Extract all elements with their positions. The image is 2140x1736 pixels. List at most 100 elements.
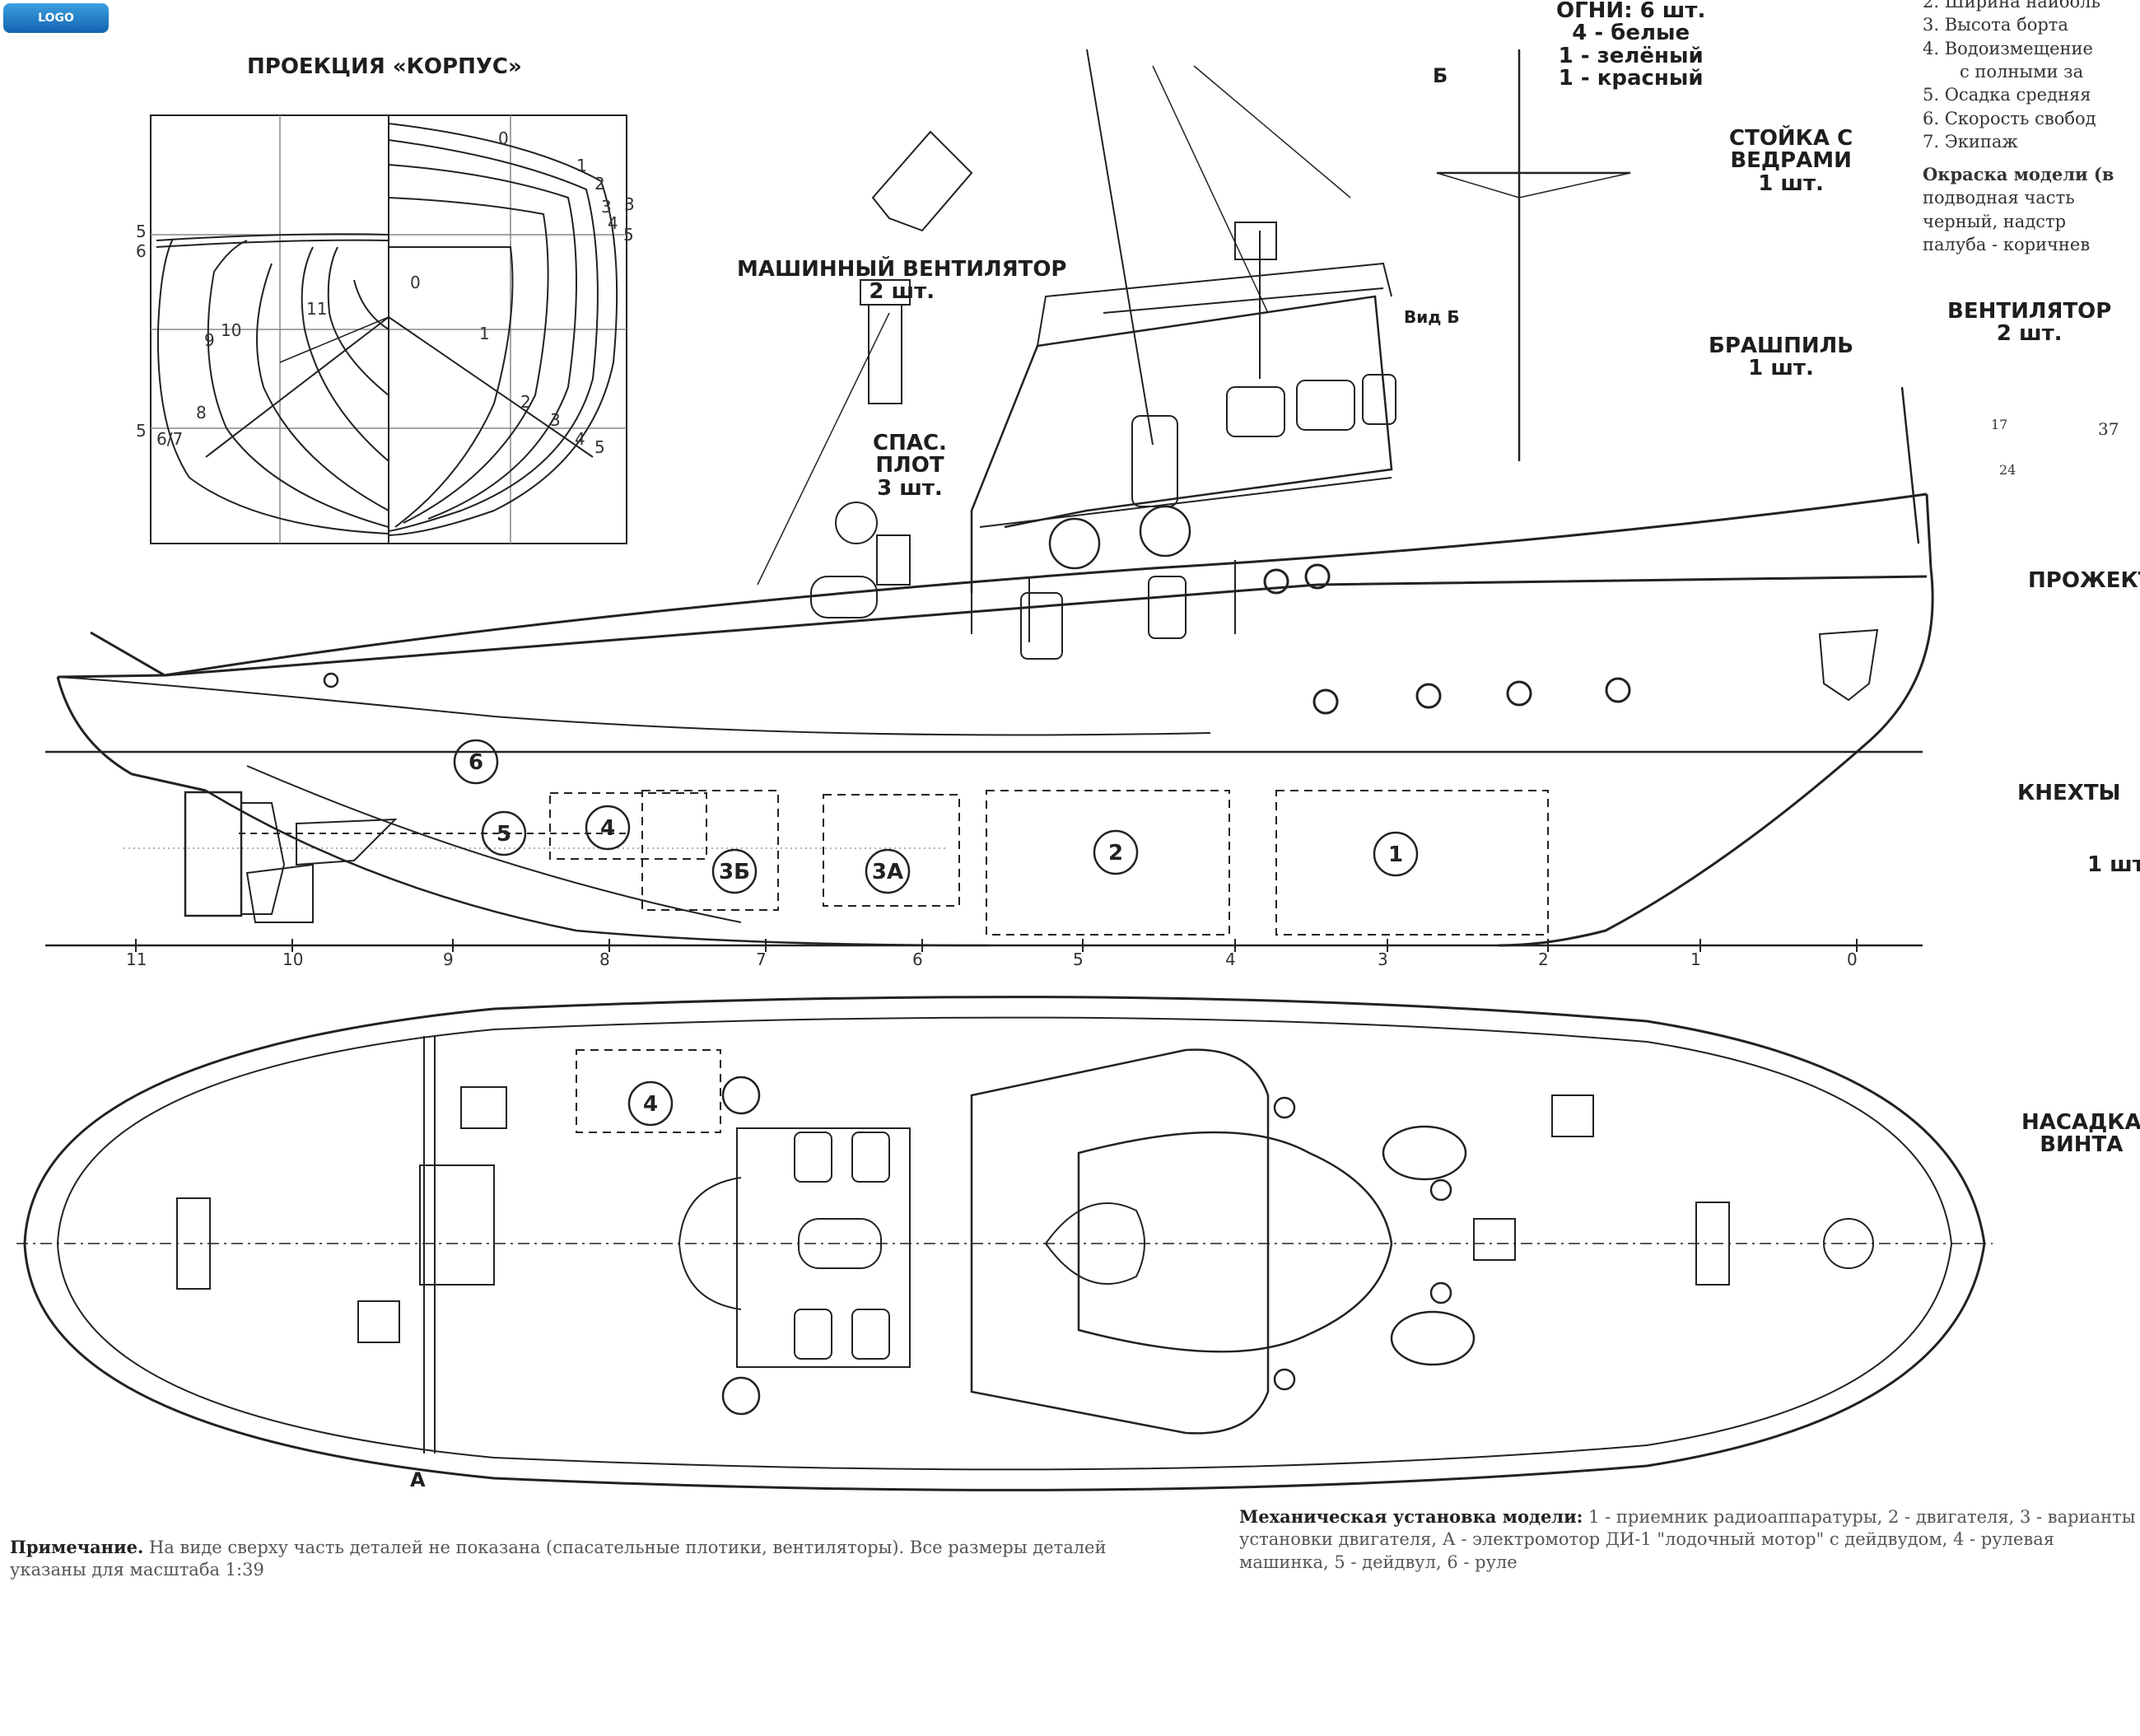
spec-3: 4. Водоизмещение <box>1923 38 2093 58</box>
body-plan-number: 8 <box>196 403 207 422</box>
nasadka-label: НАСАДКА ВИНТА <box>2021 1110 2140 1158</box>
station-number: 3 <box>1378 950 1388 969</box>
station-number: 4 <box>1225 950 1236 969</box>
body-plan-number: 3 <box>550 410 561 430</box>
nasadka-l2: ВИНТА <box>2040 1132 2124 1158</box>
spec-6: 6. Скорость свобод <box>1923 108 2096 128</box>
body-plan-number: 5 <box>136 222 147 241</box>
vid-b-label: Вид Б <box>1404 307 1460 327</box>
equipment-marker-label: 1 <box>1388 842 1403 867</box>
site-logo: LOGO <box>3 3 109 33</box>
spas-plot-l2: ПЛОТ <box>875 453 944 478</box>
top-plan <box>16 996 1993 1491</box>
spec-4: с полными за <box>1960 62 2084 82</box>
body-plan-number: 3 <box>601 197 612 217</box>
station-number: 9 <box>443 950 454 969</box>
body-plan-number: 4 <box>575 429 585 449</box>
proj-korpus-label: ПРОЕКЦИЯ «КОРПУС» <box>247 54 522 79</box>
dim-24: 24 <box>1999 462 2016 478</box>
equipment-marker-label: 2 <box>1108 841 1123 866</box>
station-number: 1 <box>1690 950 1701 969</box>
mech-note: Механическая установка модели: 1 - прием… <box>1239 1505 2140 1574</box>
body-plan-number: 5 <box>623 225 634 245</box>
spas-plot-l3: 3 шт. <box>877 475 943 501</box>
equipment-marker-label: 4 <box>643 1092 658 1117</box>
equipment-marker-label: 3Б <box>719 860 750 884</box>
spec-2: 3. Высота борта <box>1923 15 2068 35</box>
station-number: 10 <box>282 950 304 969</box>
brashpil-l2: 1 шт. <box>1748 356 1814 381</box>
paint-note-l2: черный, надстр <box>1923 211 2067 231</box>
body-plan-number: 1 <box>479 324 490 343</box>
paint-note-l1: подводная часть <box>1923 188 2075 208</box>
body-plan <box>150 114 627 544</box>
equipment-marker-label: 5 <box>497 822 511 847</box>
body-plan-number: 1 <box>576 156 587 175</box>
equipment-marker-circle <box>481 810 527 856</box>
ogni-l1: ОГНИ: 6 шт. <box>1556 0 1706 23</box>
body-plan-number: 5 <box>594 437 605 457</box>
ogni-l2: 4 - белые <box>1572 21 1690 46</box>
spec-7: 7. Экипаж <box>1923 132 2018 152</box>
equipment-marker-label: 4 <box>600 816 615 841</box>
ogni-l4: 1 - красный <box>1558 65 1704 91</box>
bottom-note-title: Примечание. <box>10 1537 144 1557</box>
side-profile <box>45 49 1934 952</box>
body-plan-number: 10 <box>221 320 242 340</box>
station-number: 5 <box>1073 950 1084 969</box>
bottom-note: Примечание. На виде сверху часть деталей… <box>10 1536 1113 1582</box>
spas-plot-label: СПАС. ПЛОТ 3 шт. <box>873 432 947 500</box>
a-mark: А <box>410 1468 426 1491</box>
paint-note: Окраска модели (в подводная часть черный… <box>1923 163 2114 256</box>
mash-vent-title: МАШИННЫЙ ВЕНТИЛЯТОР <box>737 257 1067 282</box>
mech-note-title: Механическая установка модели: <box>1239 1506 1583 1527</box>
ogni-label: ОГНИ: 6 шт. 4 - белые 1 - зелёный 1 - кр… <box>1556 0 1705 90</box>
station-number: 0 <box>1847 950 1858 969</box>
specs-list: 2. Ширина наиболь 3. Высота борта 4. Вод… <box>1923 0 2100 153</box>
mash-vent-count: 2 шт. <box>869 279 935 305</box>
body-plan-number: 0 <box>410 273 421 292</box>
dim-17: 17 <box>1991 417 2008 432</box>
body-plan-number: 9 <box>204 330 215 350</box>
spec-5: 5. Осадка средняя <box>1923 85 2091 105</box>
nasadka-l1: НАСАДКА <box>2021 1110 2140 1135</box>
body-plan-number: 4 <box>608 213 618 233</box>
station-number: 6 <box>912 950 923 969</box>
station-number: 2 <box>1538 950 1549 969</box>
station-number: 7 <box>756 950 767 969</box>
ventilyator-l2: 2 шт. <box>1996 321 2063 347</box>
station-number: 11 <box>126 950 147 969</box>
brashpil-label: БРАШПИЛЬ 1 шт. <box>1709 334 1854 381</box>
spec-1: 2. Ширина наиболь <box>1923 0 2100 12</box>
equipment-marker-circle <box>1093 829 1139 875</box>
body-plan-number: 2 <box>520 392 531 412</box>
equipment-marker-circle <box>865 848 911 894</box>
body-plan-number: 2 <box>594 174 605 194</box>
equipment-marker-circle <box>711 848 758 894</box>
equipment-marker-label: 3А <box>872 860 903 884</box>
equipment-marker-circle <box>585 805 631 851</box>
brashpil-l1: БРАШПИЛЬ <box>1709 334 1854 358</box>
body-plan-number: 5 <box>136 421 147 441</box>
prozhektor-label: ПРОЖЕКТ <box>2028 568 2140 593</box>
body-plan-number: 6 <box>136 241 147 261</box>
mash-vent-label: МАШИННЫЙ ВЕНТИЛЯТОР 2 шт. <box>737 257 1067 305</box>
equipment-marker-circle <box>1373 831 1419 877</box>
equipment-markers: 6 5 4 3Б 3А 2 1 4 <box>453 739 1419 1127</box>
body-plan-number: 11 <box>306 299 328 319</box>
stoika-l1: СТОЙКА С <box>1729 126 1853 151</box>
knekhty-label: КНЕХТЫ <box>2017 781 2121 805</box>
stoika-l2: ВЕДРАМИ <box>1730 148 1852 174</box>
knekhty-count: 1 шт <box>2087 852 2140 877</box>
stoika-label: СТОЙКА С ВЕДРАМИ 1 шт. <box>1729 126 1853 196</box>
mech-note-text: 1 - приемник радиоаппаратуры, 2 - двигат… <box>1239 1507 2136 1572</box>
stoika-l3: 1 шт. <box>1758 170 1824 196</box>
spas-plot-l1: СПАС. <box>873 431 947 455</box>
ogni-l3: 1 - зелёный <box>1558 43 1704 68</box>
body-plan-number: 0 <box>498 128 509 148</box>
bottom-note-text: На виде сверху часть деталей не показана… <box>10 1538 1107 1580</box>
body-plan-number: 3 <box>624 194 635 214</box>
body-plan-number: 6/7 <box>156 429 184 449</box>
ventilyator-label: ВЕНТИЛЯТОР 2 шт. <box>1947 300 2111 347</box>
